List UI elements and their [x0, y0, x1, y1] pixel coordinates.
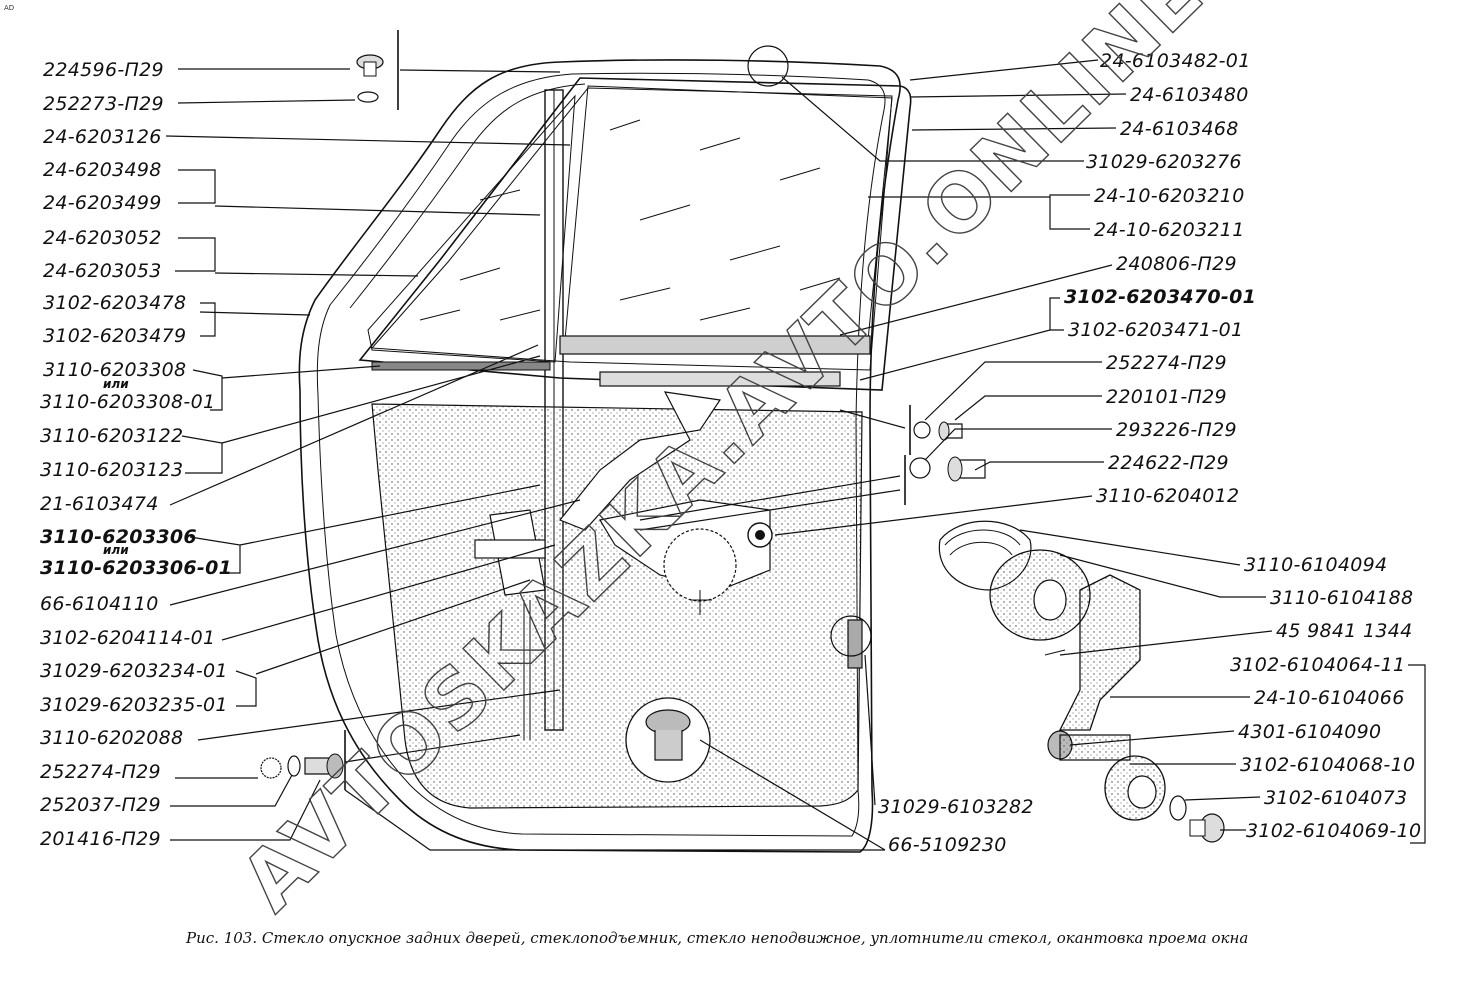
part-label: 3110-6202088 — [40, 727, 183, 749]
part-label: 24-6103468 — [1120, 118, 1239, 140]
part-label: 24-6203498 — [43, 159, 162, 181]
part-label: 3110-6203306-01 — [40, 557, 232, 579]
figure-caption: Рис. 103. Стекло опускное задних дверей,… — [185, 929, 1248, 947]
part-label: 24-6103480 — [1130, 84, 1249, 106]
part-label: 252274-П29 — [1106, 352, 1227, 374]
part-label: 3102-6203470-01 — [1064, 286, 1256, 308]
glass-channel — [559, 335, 871, 355]
part-label: 201416-П29 — [40, 828, 161, 850]
door-inner-contour-2 — [349, 83, 586, 309]
corner-mark: AD — [4, 4, 14, 12]
detail-circle-right — [830, 615, 872, 657]
fixed-glass-seal — [371, 361, 551, 371]
or-label: или — [103, 543, 129, 557]
part-label: 4301-6104090 — [1238, 721, 1381, 743]
crank-handle — [938, 520, 1225, 843]
part-label: 66-6104110 — [40, 593, 159, 615]
top-bolt — [356, 30, 561, 110]
part-label: 3102-6104073 — [1264, 787, 1407, 809]
part-label: 252273-П29 — [43, 93, 164, 115]
part-label: 252037-П29 — [40, 794, 161, 816]
part-label: 3102-6204114-01 — [40, 627, 215, 649]
part-label: 24-6203126 — [43, 126, 162, 148]
part-label: 3110-6204012 — [1096, 485, 1239, 507]
right-labels: 24-6103482-01 24-6103480 24-6103468 3102… — [1064, 50, 1421, 842]
left-labels: 224596-П29 252273-П29 24-6203126 24-6203… — [40, 59, 232, 850]
part-label: 24-6103482-01 — [1100, 50, 1251, 72]
leader-lines — [165, 59, 1426, 851]
part-label: 24-10-6203211 — [1094, 219, 1245, 241]
part-label: 3102-6203479 — [43, 325, 186, 347]
part-label: 220101-П29 — [1106, 386, 1227, 408]
part-label: 3110-6104188 — [1270, 587, 1413, 609]
part-label: 3102-6104064-11 — [1230, 654, 1405, 676]
window-regulator — [474, 371, 841, 615]
door-outer-contour — [298, 59, 901, 853]
part-label: 3110-6104094 — [1244, 554, 1387, 576]
part-label: 3102-6203471-01 — [1068, 319, 1243, 341]
part-label: 224622-П29 — [1108, 452, 1229, 474]
inner-panel — [371, 403, 863, 809]
right-fasteners — [639, 405, 986, 531]
part-label: 24-6203053 — [43, 260, 162, 282]
bottom-labels: 31029-6103282 66-5109230 — [878, 796, 1034, 856]
detail-circle-top — [747, 45, 789, 87]
part-label: 24-6203499 — [43, 192, 162, 214]
glass-hatching — [419, 119, 841, 321]
part-label: 21-6103474 — [40, 493, 159, 515]
part-label: 3110-6203122 — [40, 425, 183, 447]
part-label: 31029-6203235-01 — [40, 694, 228, 716]
window-frame — [358, 77, 912, 391]
part-label: 31029-6103282 — [878, 796, 1034, 818]
or-label: или — [103, 377, 129, 391]
part-label: 3102-6104069-10 — [1246, 820, 1421, 842]
part-label: 3110-6203306 — [40, 526, 197, 548]
window-frame-inner — [370, 87, 893, 371]
part-label: 3110-6203308 — [43, 359, 186, 381]
part-label: 24-6203052 — [43, 227, 162, 249]
latch — [847, 619, 863, 669]
part-label: 3110-6203308-01 — [40, 391, 215, 413]
part-label: 224596-П29 — [43, 59, 164, 81]
part-label: 3102-6104068-10 — [1240, 754, 1415, 776]
panel-plug — [625, 697, 711, 783]
part-label: 3102-6203478 — [43, 292, 186, 314]
part-label: 31029-6203276 — [1086, 151, 1242, 173]
part-label: 45 9841 1344 — [1276, 620, 1413, 642]
door-drawing — [298, 59, 912, 853]
part-label: 24-10-6203210 — [1094, 185, 1245, 207]
door-inner-contour — [316, 72, 886, 837]
fixed-glass — [367, 94, 576, 363]
part-label: 252274-П29 — [40, 761, 161, 783]
part-label: 31029-6203234-01 — [40, 660, 228, 682]
part-label: 240806-П29 — [1116, 253, 1237, 275]
part-label: 66-5109230 — [888, 834, 1007, 856]
part-label: 24-10-6104066 — [1254, 687, 1405, 709]
part-label: 293226-П29 — [1116, 419, 1237, 441]
bottom-fasteners — [260, 730, 521, 790]
part-label: 3110-6203123 — [40, 459, 183, 481]
